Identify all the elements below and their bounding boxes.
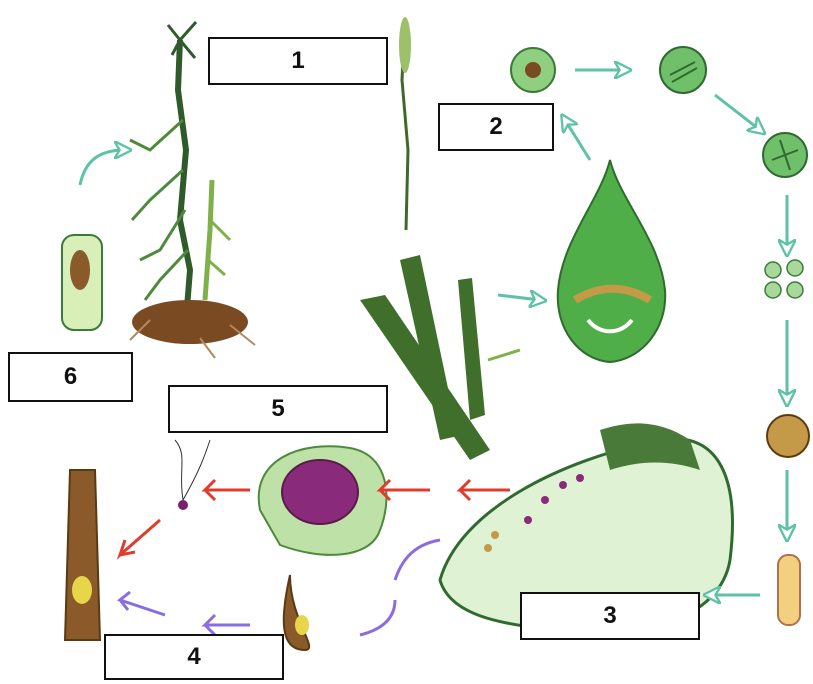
label-1-text: 1 xyxy=(291,47,304,75)
archegonium-small xyxy=(284,575,309,650)
label-box-4: 4 xyxy=(104,634,284,680)
label-4-text: 4 xyxy=(187,643,200,671)
sporangium-capsule xyxy=(558,160,665,362)
embryo-in-archegonium xyxy=(62,235,102,330)
purple-arrows xyxy=(120,540,440,635)
label-box-5: 5 xyxy=(168,385,388,433)
label-3-text: 3 xyxy=(603,602,616,630)
sperm-cell xyxy=(175,440,210,510)
label-box-1: 1 xyxy=(208,37,388,85)
label-box-6: 6 xyxy=(8,352,133,402)
antheridium-section xyxy=(259,446,387,555)
label-box-3: 3 xyxy=(520,592,700,640)
label-2-text: 2 xyxy=(489,113,502,141)
sporophyte-stalk xyxy=(399,17,411,230)
archegonium-large xyxy=(65,470,100,640)
label-5-text: 5 xyxy=(271,395,284,423)
label-box-2: 2 xyxy=(438,103,554,151)
label-6-text: 6 xyxy=(64,363,77,391)
